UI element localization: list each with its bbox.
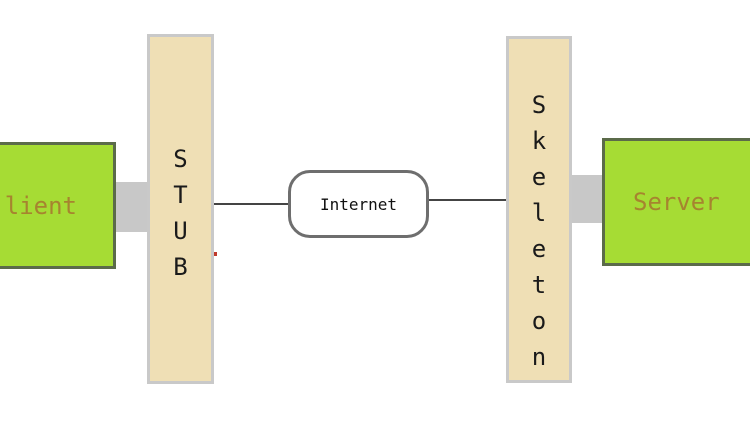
skeleton-letter: n (531, 343, 547, 371)
client-label: lient (4, 191, 77, 220)
skeleton-letter: e (531, 163, 547, 191)
skeleton-letter: S (531, 91, 547, 119)
stub-internet-line (214, 203, 290, 205)
stub-letter: U (173, 217, 188, 245)
stub-letter: B (173, 253, 188, 281)
stub-letter: S (173, 145, 188, 173)
skeleton-layer: S k e l e t o n (506, 36, 572, 383)
skeleton-letter: e (531, 235, 547, 263)
skeleton-letter: o (531, 307, 547, 335)
server-node: Server (602, 138, 750, 266)
client-stub-connector (116, 182, 149, 232)
internet-label: Internet (319, 194, 398, 214)
skeleton-letter: k (531, 127, 547, 155)
stub-layer: S T U B (147, 34, 214, 384)
client-node: lient (0, 142, 116, 269)
server-label: Server (633, 188, 720, 216)
red-mark (214, 252, 217, 256)
skeleton-server-connector (572, 175, 604, 223)
stub-letter: T (173, 181, 188, 209)
skeleton-letter: t (531, 271, 547, 299)
internet-skeleton-line (428, 199, 508, 201)
internet-node: Internet (288, 170, 429, 238)
skeleton-letter: l (531, 199, 547, 227)
